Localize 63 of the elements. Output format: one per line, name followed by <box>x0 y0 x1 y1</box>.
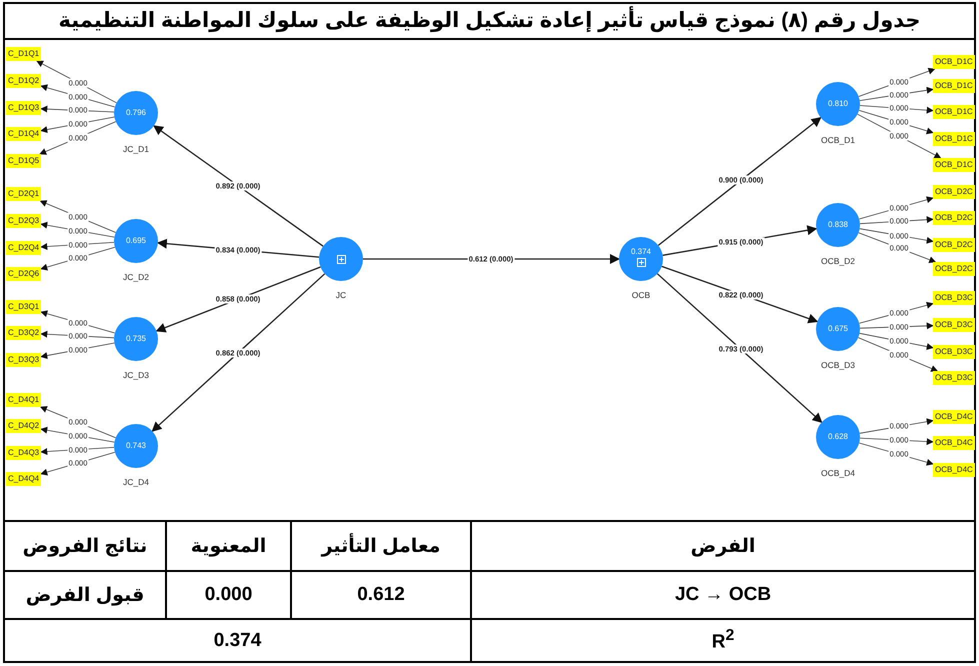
indicator-box: C_D2Q3 <box>6 214 42 228</box>
construct-label: OCB <box>630 290 652 300</box>
indicator-box: C_D2Q4 <box>6 241 42 255</box>
indicator-box: OCB_D2C <box>933 211 975 225</box>
arrow <box>40 342 115 359</box>
indicator-box: C_D1Q5 <box>6 154 42 168</box>
arrow <box>152 273 326 432</box>
indicator-box: OCB_D1C <box>933 132 975 146</box>
circle-value: 0.374 <box>630 247 652 256</box>
circle-value: 0.838 <box>826 220 850 229</box>
circle-value: 0.735 <box>124 334 148 343</box>
indicator-box: C_D3Q3 <box>6 353 42 367</box>
arrow <box>858 337 938 372</box>
circle-value: 0.695 <box>124 236 148 245</box>
indicator-box: OCB_D2C <box>933 185 975 199</box>
circle-value: 0.743 <box>124 441 148 450</box>
indicator-box: C_D4Q3 <box>6 446 42 460</box>
construct-label: JC_D4 <box>122 477 150 487</box>
circle-value: 0.796 <box>124 108 148 117</box>
indicator-box: C_D4Q2 <box>6 419 42 433</box>
indicator-box: C_D3Q1 <box>6 300 42 314</box>
indicator-box: OCB_D3C <box>933 318 975 332</box>
construct-label: OCB_D3 <box>820 360 856 370</box>
arrow <box>156 266 321 332</box>
indicator-box: OCB_D3C <box>933 345 975 359</box>
indicator-box: OCB_D4C <box>933 410 975 424</box>
arrow <box>658 116 822 246</box>
indicator-box: C_D2Q6 <box>6 267 42 281</box>
indicator-box: OCB_D2C <box>933 238 975 252</box>
indicator-box: OCB_D2C <box>933 262 975 276</box>
arrow <box>857 114 942 158</box>
construct-label: JC <box>334 290 348 300</box>
indicator-box: OCB_D4C <box>933 436 975 450</box>
indicator-box: C_D1Q3 <box>6 101 42 115</box>
circle-value: 0.675 <box>826 324 850 333</box>
indicator-box: OCB_D3C <box>933 371 975 385</box>
indicator-box: C_D2Q1 <box>6 187 42 201</box>
arrow <box>153 125 324 247</box>
arrow <box>36 60 117 104</box>
arrow <box>656 273 822 423</box>
construct-label: JC_D1 <box>122 144 150 154</box>
indicator-box: OCB_D3C <box>933 291 975 305</box>
circle-value: 0.628 <box>826 432 850 441</box>
indicator-box: OCB_D1C <box>933 105 975 119</box>
construct-label: OCB_D2 <box>820 256 856 266</box>
indicator-box: C_D1Q4 <box>6 127 42 141</box>
indicator-box: C_D4Q1 <box>6 393 42 407</box>
construct-label: OCB_D4 <box>820 468 856 478</box>
indicator-box: OCB_D1C <box>933 55 975 69</box>
indicator-box: C_D1Q2 <box>6 74 42 88</box>
indicator-box: C_D3Q2 <box>6 326 42 340</box>
arrow <box>40 116 115 133</box>
construct-label: JC_D3 <box>122 370 150 380</box>
arrow <box>40 406 116 438</box>
arrow <box>39 121 116 155</box>
construct-label: OCB_D1 <box>820 135 856 145</box>
indicator-box: C_D1Q1 <box>6 47 42 61</box>
indicator-box: OCB_D4C <box>933 463 975 477</box>
indicator-box: C_D4Q4 <box>6 472 42 486</box>
indicator-box: OCB_D1C <box>933 158 975 172</box>
circle-value: 0.810 <box>826 99 850 108</box>
construct-label: JC_D2 <box>122 272 150 282</box>
indicator-box: OCB_D1C <box>933 79 975 93</box>
